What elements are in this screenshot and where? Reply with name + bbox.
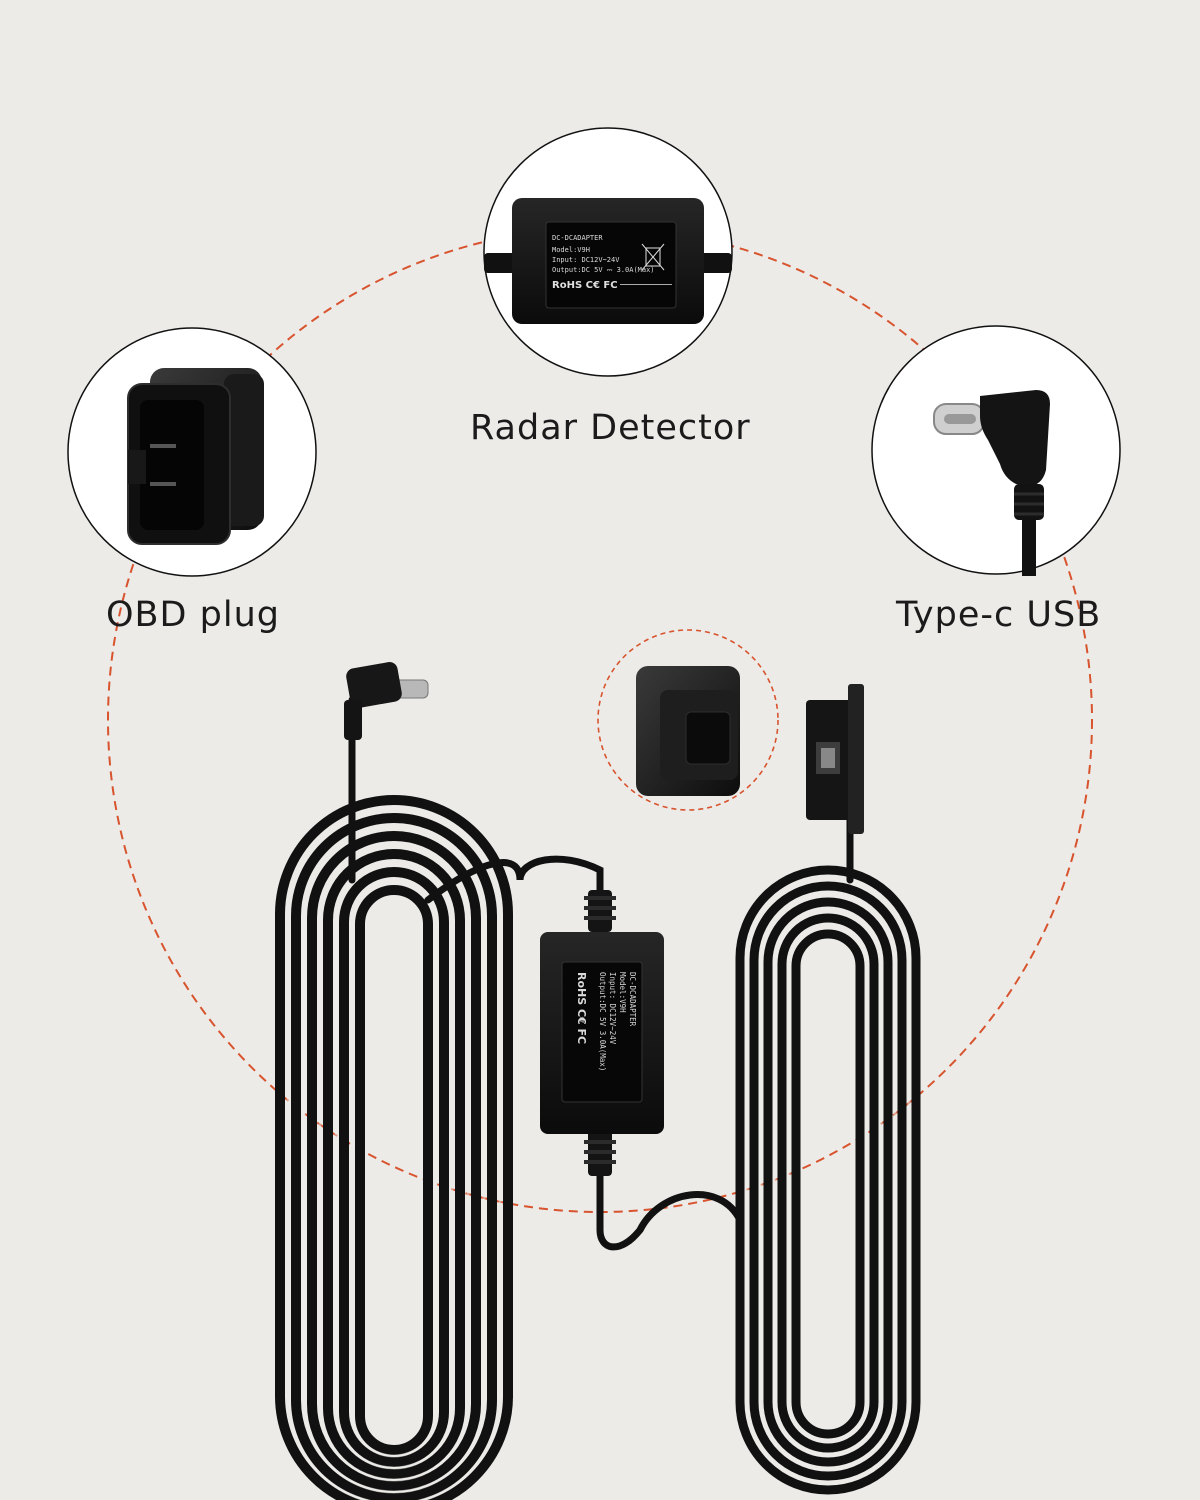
cable-coil-right (735, 865, 921, 1495)
adapter-box-detail: DC-DCADAPTER Model:V9H Input: DC12V~24V … (484, 198, 732, 324)
svg-text:Output:DC 5V 3.0A(Max): Output:DC 5V 3.0A(Max) (598, 972, 607, 1071)
strain-relief-top (584, 890, 616, 932)
svg-text:Model:V9H: Model:V9H (618, 972, 627, 1013)
typec-usb-detail (933, 390, 1050, 576)
fuse-tap-connector (806, 684, 864, 834)
adapter-label-line4: Output:DC 5V ⎓ 3.0A(Max) (552, 266, 655, 274)
strain-relief-bottom (584, 1130, 616, 1176)
cable-coil-left (275, 795, 513, 1500)
typec-connector-cable (344, 662, 429, 740)
obd-plug-detail (127, 368, 264, 545)
svg-text:RoHS C€ FC: RoHS C€ FC (575, 972, 588, 1044)
adapter-label-line3: Input: DC12V~24V (552, 256, 620, 264)
svg-text:DC-DCADAPTER: DC-DCADAPTER (628, 972, 637, 1027)
label-type-c-usb: Type-c USB (896, 595, 1102, 635)
svg-text:Input: DC12V~24V: Input: DC12V~24V (608, 972, 617, 1045)
crossed-bin-icon (641, 243, 665, 271)
obd-small (636, 666, 740, 796)
label-radar-detector: Radar Detector (470, 408, 751, 448)
adapter-label-marks: RoHS C€ FC (552, 280, 618, 291)
adapter-label-line2: Model:V9H (552, 246, 590, 254)
adapter-box-main: DC-DCADAPTER Model:V9H Input: DC12V~24V … (540, 932, 664, 1134)
label-obd-plug: OBD plug (106, 595, 280, 635)
adapter-label-line1: DC-DCADAPTER (552, 234, 603, 242)
